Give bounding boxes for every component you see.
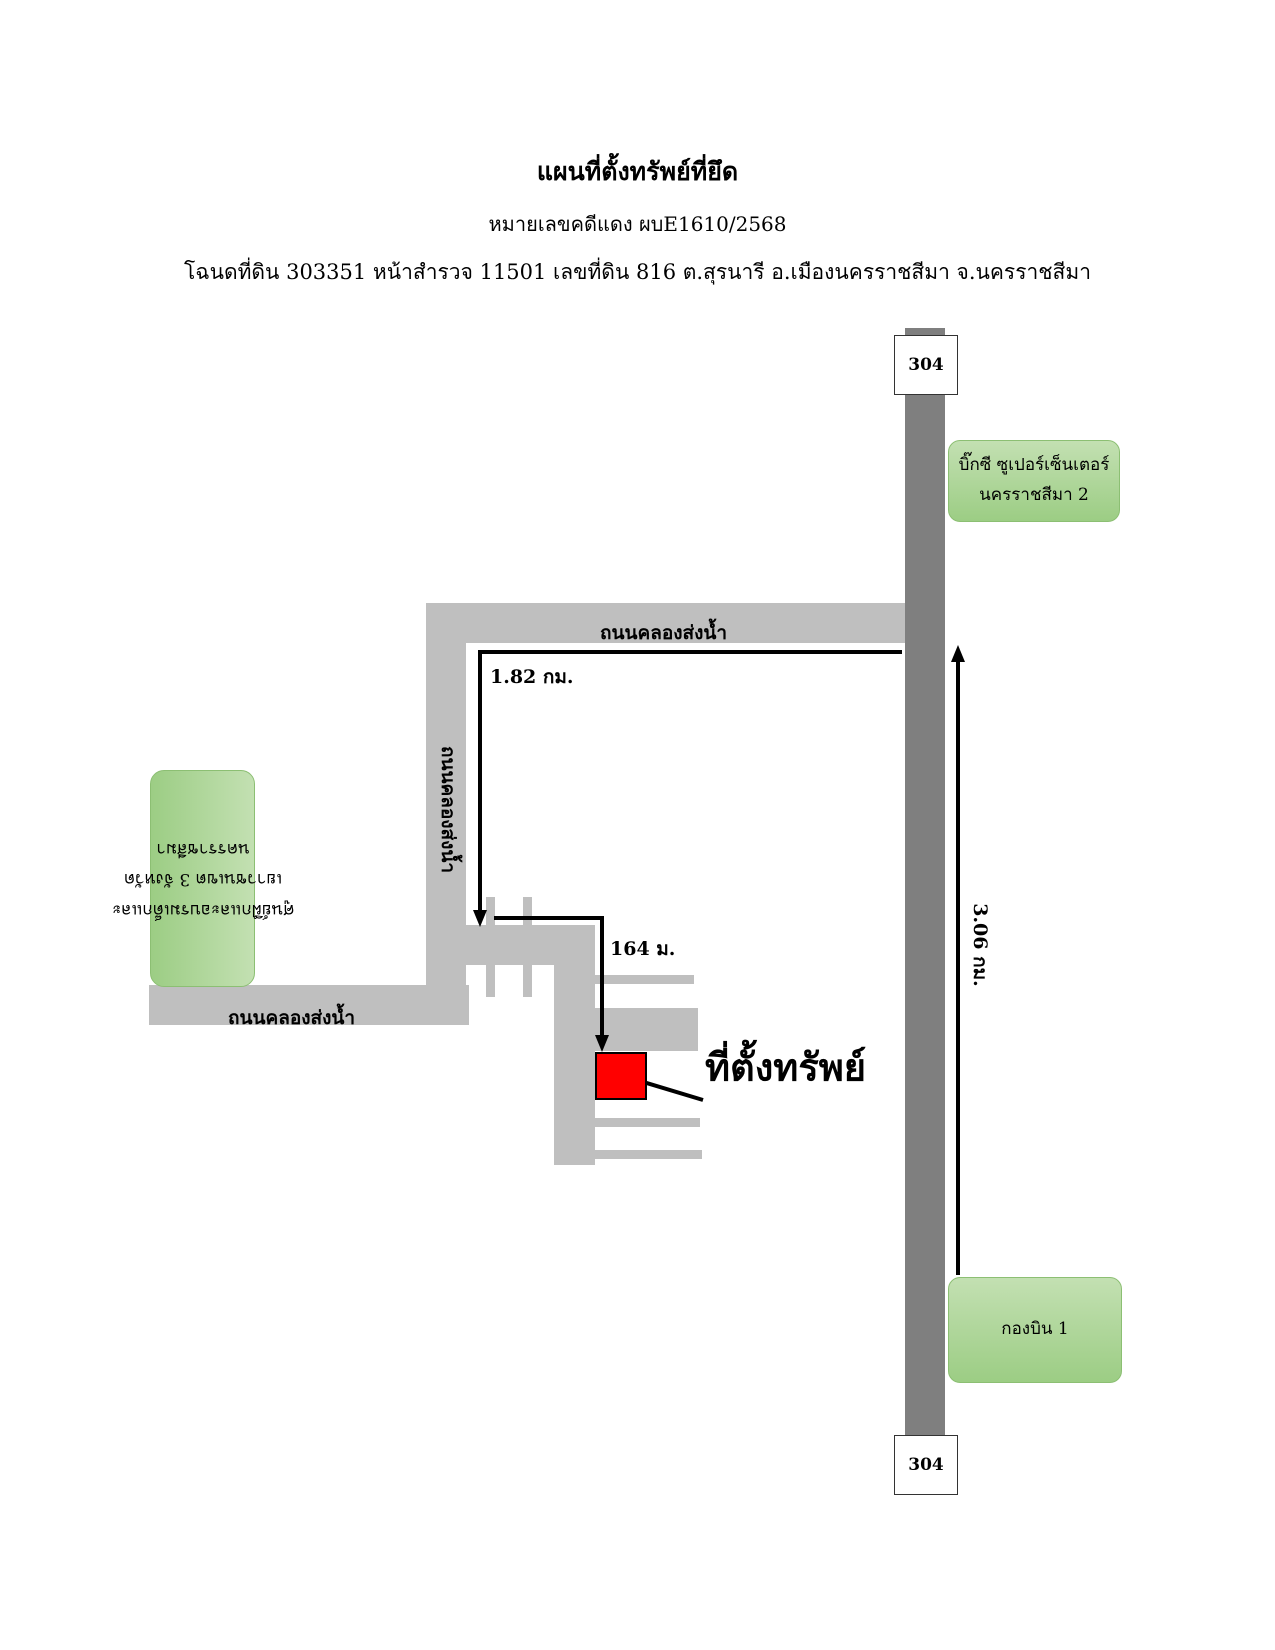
arrowhead-canal <box>473 910 487 927</box>
highway-304 <box>905 328 945 1490</box>
soi-vertical <box>554 925 595 1165</box>
property-site-marker <box>595 1052 647 1100</box>
case-number: หมายเลขคดีแดง ผบE1610/2568 <box>488 212 787 236</box>
canal-road-vertical <box>426 603 466 985</box>
arrowhead-highway <box>951 645 965 662</box>
soi-branch <box>523 897 532 997</box>
canal-road-bottom <box>149 985 469 1025</box>
canal-road-top <box>426 603 906 643</box>
highway-sign-bottom: 304 <box>894 1435 958 1495</box>
route-canal-arrow <box>478 650 902 915</box>
lane <box>595 1118 700 1127</box>
map-title: แผนที่ตั้งทรัพย์ที่ยึด <box>536 157 739 186</box>
soi-branch <box>486 897 495 997</box>
landmark-wing-1: กองบิน 1 <box>948 1277 1122 1383</box>
lane <box>595 1150 702 1159</box>
road-label-bottom: ถนนคลองส่งน้ำ <box>228 1007 356 1029</box>
lane-wide <box>595 1008 698 1051</box>
lane <box>595 975 694 984</box>
property-site-label: ที่ตั้งทรัพย์ <box>705 1044 867 1090</box>
distance-final-leg: 164 ม. <box>610 938 676 960</box>
route-final-arrow <box>494 916 604 1040</box>
landmark-youth-center: ศูนย์ฝึกและอบรมเด็กและเยาวชนเขต 3 จังหวั… <box>111 770 294 987</box>
highway-sign-top: 304 <box>894 335 958 395</box>
landmark-bigc: บิ๊กซี ซูเปอร์เซ็นเตอร์ นครราชสีมา 2 <box>948 440 1120 522</box>
arrowhead-final <box>595 1035 609 1052</box>
road-label-top: ถนนคลองส่งน้ำ <box>600 622 728 644</box>
distance-canal-leg: 1.82 กม. <box>490 666 574 688</box>
deed-info: โฉนดที่ดิน 303351 หน้าสำรวจ 11501 เลขที่… <box>184 260 1091 284</box>
